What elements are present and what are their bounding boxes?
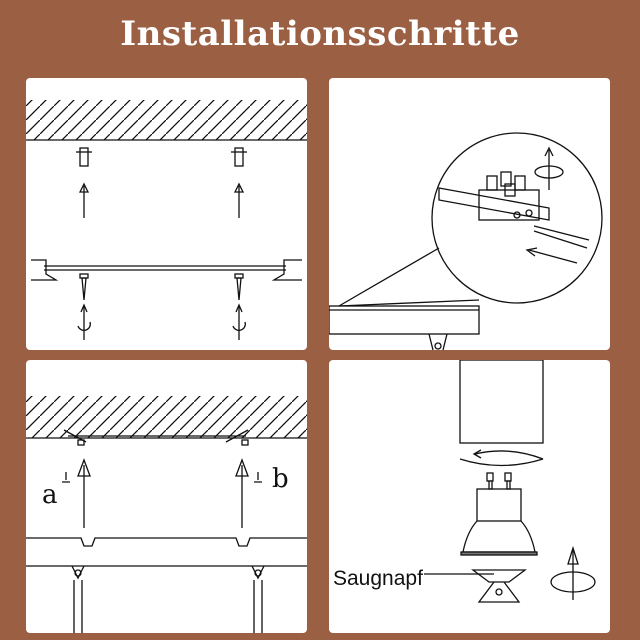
bracket-mounting-diagram <box>26 100 307 340</box>
wall-plug-left <box>76 147 92 167</box>
lamp-housing <box>459 360 544 444</box>
step-3-panel: a b <box>26 360 307 633</box>
rotate-arrow-icon <box>459 449 544 467</box>
ceiling-hatch <box>26 100 307 140</box>
gu10-bulb <box>460 472 538 556</box>
rotate-arrow-right-icon <box>232 303 246 340</box>
terminal-block <box>438 171 550 221</box>
lamp-rail <box>26 537 307 567</box>
lamp-pendant-right <box>251 565 265 633</box>
suction-cup-label: Saugnapf <box>333 567 423 590</box>
arrow-up-left-icon <box>78 182 90 218</box>
mounting-bracket <box>31 259 302 281</box>
step-2-panel <box>329 78 610 350</box>
label-a: a <box>42 480 58 510</box>
screw-b-icon <box>254 472 262 483</box>
rotate-screw-icon <box>534 146 564 190</box>
screw-icon <box>434 342 442 350</box>
arrow-up-right-icon <box>233 182 245 218</box>
suction-cup-icon <box>424 569 527 603</box>
lamp-base <box>329 305 480 335</box>
arrow-up-a-icon <box>77 458 91 528</box>
lamp-hanging-diagram <box>26 396 307 633</box>
step-4-panel: Saugnapf <box>329 360 610 633</box>
mounted-bracket <box>63 429 249 446</box>
wall-plug-right <box>231 147 247 167</box>
push-rotate-icon <box>550 545 596 600</box>
page-title: Installationsschritte <box>120 14 520 54</box>
arrow-up-b-icon <box>235 458 249 528</box>
wires <box>533 225 590 249</box>
step-1-panel <box>26 78 307 350</box>
screw-left-icon <box>79 273 89 301</box>
arrow-left-icon <box>525 247 578 264</box>
rotate-arrow-left-icon <box>77 303 91 340</box>
screw-right-icon <box>234 273 244 301</box>
bulb-insertion-diagram <box>424 360 596 603</box>
label-b: b <box>272 464 289 494</box>
wire-connection-diagram <box>329 132 603 350</box>
lamp-pendant-left <box>71 565 85 633</box>
screw-a-icon <box>62 472 70 483</box>
